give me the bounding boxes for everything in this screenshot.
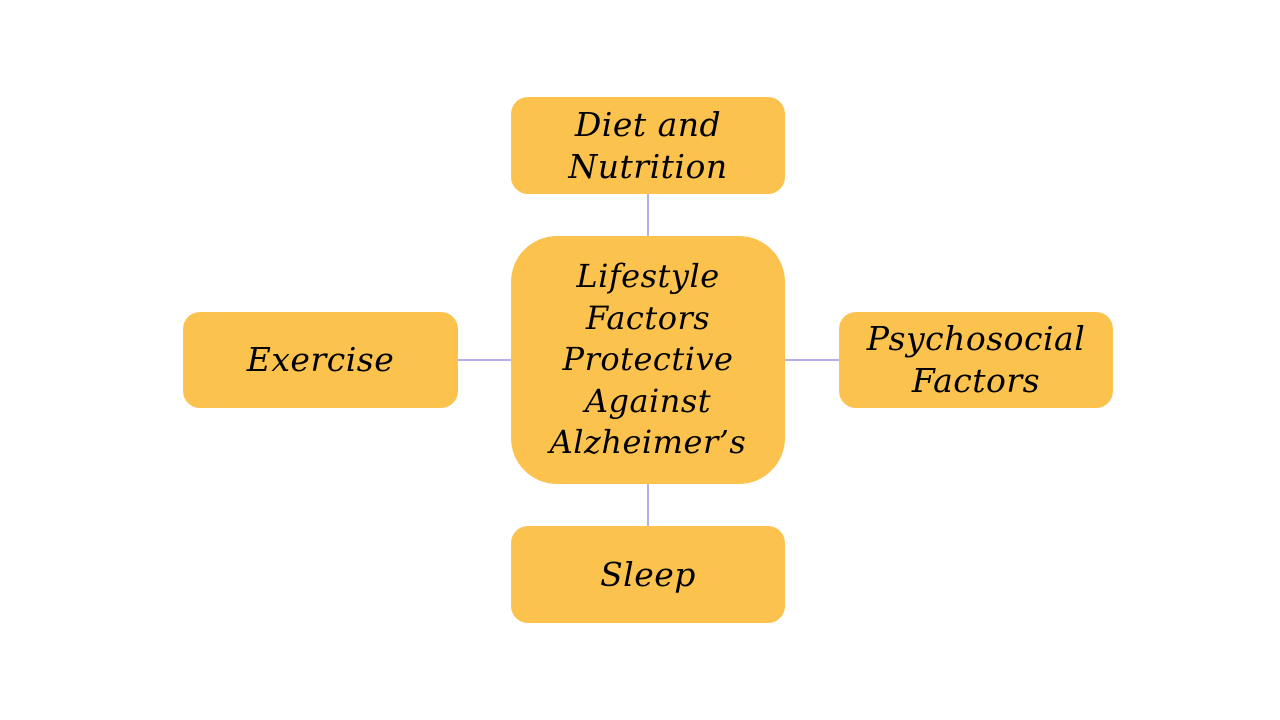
node-psychosocial-factors: Psychosocial Factors (839, 312, 1113, 408)
node-diet-and-nutrition: Diet and Nutrition (511, 97, 785, 194)
node-exercise: Exercise (183, 312, 458, 408)
node-sleep: Sleep (511, 526, 785, 623)
node-central-topic: Lifestyle Factors Protective Against Alz… (511, 236, 785, 484)
